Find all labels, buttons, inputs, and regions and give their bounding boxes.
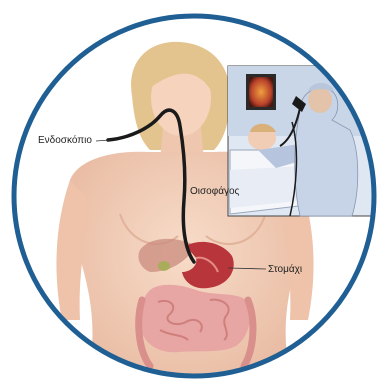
endoscope-label: Ενδοσκόπιο (38, 135, 92, 146)
stomach-label: Στομάχι (268, 264, 302, 275)
esophagus-label: Οισοφάγος (190, 186, 239, 197)
